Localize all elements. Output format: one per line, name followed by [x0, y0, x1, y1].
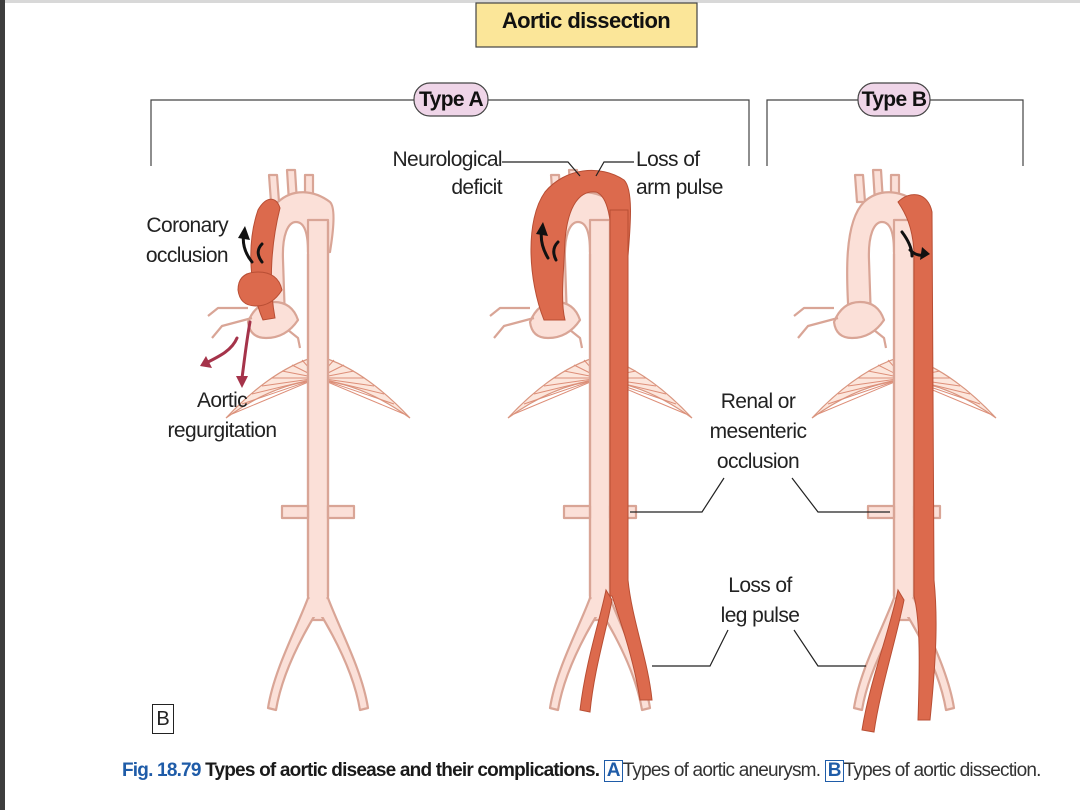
svg-text:Coronary: Coronary — [146, 214, 229, 237]
caption-text-b: Types of aortic dissection. — [843, 760, 1042, 781]
label-renal-mesenteric-occlusion: Renal or mesenteric occlusion — [710, 390, 807, 473]
panel-label-b: B — [152, 704, 174, 734]
svg-text:Neurological: Neurological — [392, 148, 502, 171]
svg-text:leg pulse: leg pulse — [721, 604, 800, 627]
aorta-type-a-coronary — [200, 168, 411, 712]
label-loss-of-arm-pulse: Loss of arm pulse — [636, 148, 723, 199]
svg-text:occlusion: occlusion — [717, 450, 799, 473]
caption-box-b: B — [824, 760, 844, 782]
type-b-bracket — [766, 99, 1024, 166]
label-aortic-regurgitation: Aortic regurgitation — [168, 389, 278, 442]
type-b-pill: Type B — [857, 82, 931, 117]
label-coronary-occlusion: Coronary occlusion — [146, 214, 230, 267]
svg-text:Loss of: Loss of — [728, 574, 792, 597]
type-a-bracket — [150, 99, 750, 166]
svg-text:occlusion: occlusion — [146, 244, 228, 267]
aortic-dissection-diagram: Aortic dissection Type A Type B — [146, 2, 1024, 733]
svg-text:Loss of: Loss of — [636, 148, 700, 171]
svg-text:mesenteric: mesenteric — [710, 420, 807, 443]
label-neurological-deficit: Neurological deficit — [392, 148, 503, 199]
type-a-label: Type A — [419, 88, 484, 111]
caption-lead: Types of aortic disease and their compli… — [205, 760, 600, 781]
leader-lines — [502, 161, 890, 667]
svg-text:arm pulse: arm pulse — [636, 176, 723, 199]
aorta-type-b — [792, 168, 997, 733]
type-a-pill: Type A — [413, 82, 489, 117]
type-b-label: Type B — [862, 88, 927, 111]
svg-text:Renal or: Renal or — [721, 390, 796, 413]
caption-box-a: A — [603, 760, 623, 782]
svg-text:deficit: deficit — [451, 176, 502, 199]
caption-fig-number: Fig. 18.79 — [122, 760, 201, 781]
window-top-edge — [5, 0, 1080, 3]
aorta-type-a-extensive — [488, 168, 693, 713]
caption-text-a: Types of aortic aneurysm. — [622, 760, 821, 781]
window-left-edge — [0, 0, 5, 810]
title-box: Aortic dissection — [475, 2, 698, 48]
title-label: Aortic dissection — [502, 8, 670, 33]
svg-text:Aortic: Aortic — [197, 389, 247, 412]
label-loss-of-leg-pulse: Loss of leg pulse — [721, 574, 800, 627]
svg-text:regurgitation: regurgitation — [168, 419, 277, 442]
figure-caption: Fig. 18.79 Types of aortic disease and t… — [122, 760, 1062, 782]
